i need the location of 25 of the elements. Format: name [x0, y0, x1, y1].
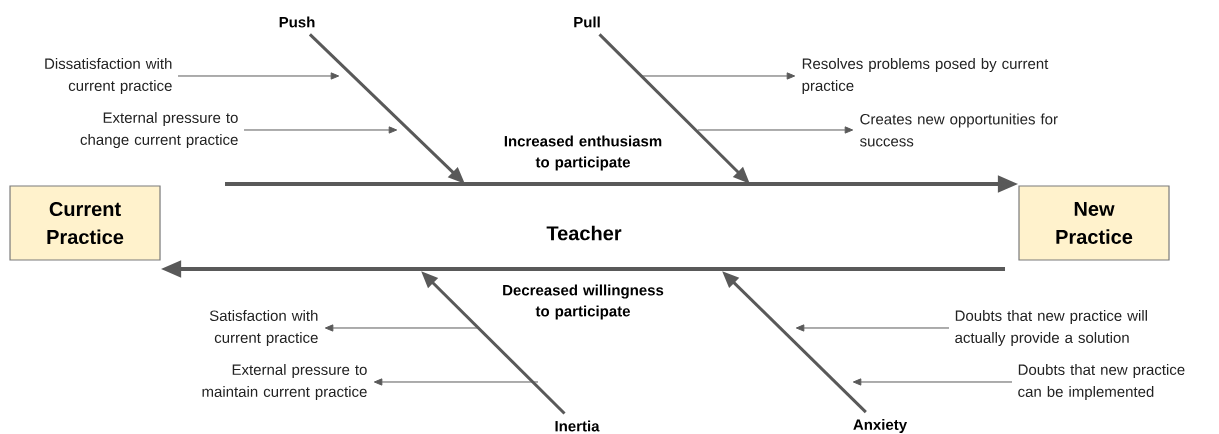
- arrow: [177, 72, 340, 80]
- arrow: [697, 126, 854, 134]
- arrow: [795, 324, 950, 332]
- cause-text: Doubts that new practice will actually provide a solution: [955, 310, 1147, 346]
- category-label: Push: [279, 16, 315, 28]
- cause-text: Doubts that new practice can be implemented: [1018, 364, 1185, 400]
- category-label: Inertia: [555, 420, 600, 432]
- practice-box: Current Practice: [9, 185, 161, 261]
- arrow: [852, 378, 1013, 386]
- cause-text: Creates new opportunities for success: [860, 113, 1058, 147]
- cause-text: Resolves problems posed by current practice: [802, 58, 1049, 94]
- arrow: [373, 378, 539, 386]
- category-label: Pull: [574, 16, 600, 28]
- spine-label: Increased enthusiasm to participate: [504, 135, 662, 171]
- center-label: Teacher: [546, 225, 622, 241]
- arrow: [243, 126, 398, 134]
- arrow: [324, 324, 479, 332]
- cause-text: External pressure to change current practice: [80, 112, 238, 148]
- category-label: Anxiety: [853, 419, 907, 433]
- cause-text: External pressure to maintain current practice: [202, 364, 367, 400]
- practice-box: New Practice: [1018, 185, 1170, 261]
- cause-text: Satisfaction with current practice: [209, 310, 318, 346]
- arrow: [639, 72, 796, 80]
- cause-text: Dissatisfaction with current practice: [45, 58, 172, 94]
- spine-label: Decreased willingness to participate: [503, 284, 664, 320]
